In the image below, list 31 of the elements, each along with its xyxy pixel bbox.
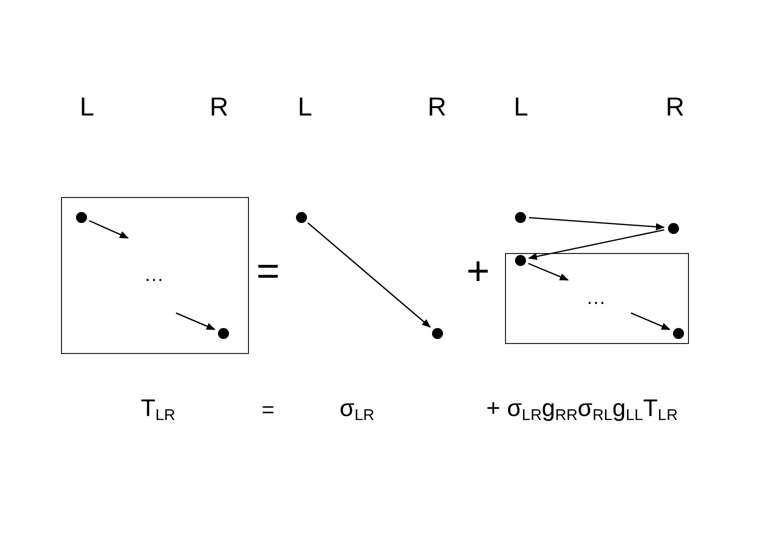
matrix-frame [61, 197, 249, 354]
side-label: R [428, 92, 446, 122]
equation-term: σ$_{LR}$ [340, 395, 374, 425]
ellipsis: … [144, 264, 166, 287]
arrow [528, 217, 665, 230]
dot [672, 328, 684, 338]
operator: = [256, 250, 280, 294]
operator: + [466, 250, 490, 294]
side-label: L [298, 92, 312, 122]
equation-term: = [262, 397, 274, 423]
arrow [176, 312, 216, 330]
arrow [528, 262, 569, 281]
side-label: L [514, 92, 528, 122]
dot [218, 328, 228, 338]
arrow [528, 229, 664, 260]
equation-term: + σ$_{LR}$g$_{RR}$σ$_{RL}$g$_{LL}$T$_{LR}$ [486, 395, 678, 425]
dot [514, 212, 526, 222]
side-label: R [666, 92, 684, 122]
side-label: L [80, 92, 94, 122]
matrix-frame [505, 253, 689, 344]
side-label: R [210, 92, 228, 122]
dot [514, 254, 526, 266]
dot [668, 222, 678, 234]
dot [76, 212, 86, 222]
equation-term: T$_{LR}$ [140, 395, 176, 425]
arrow [307, 222, 431, 328]
dot [296, 212, 306, 222]
arrow [88, 220, 129, 239]
ellipsis: … [586, 287, 608, 310]
arrow [630, 312, 671, 330]
dot [432, 328, 442, 338]
